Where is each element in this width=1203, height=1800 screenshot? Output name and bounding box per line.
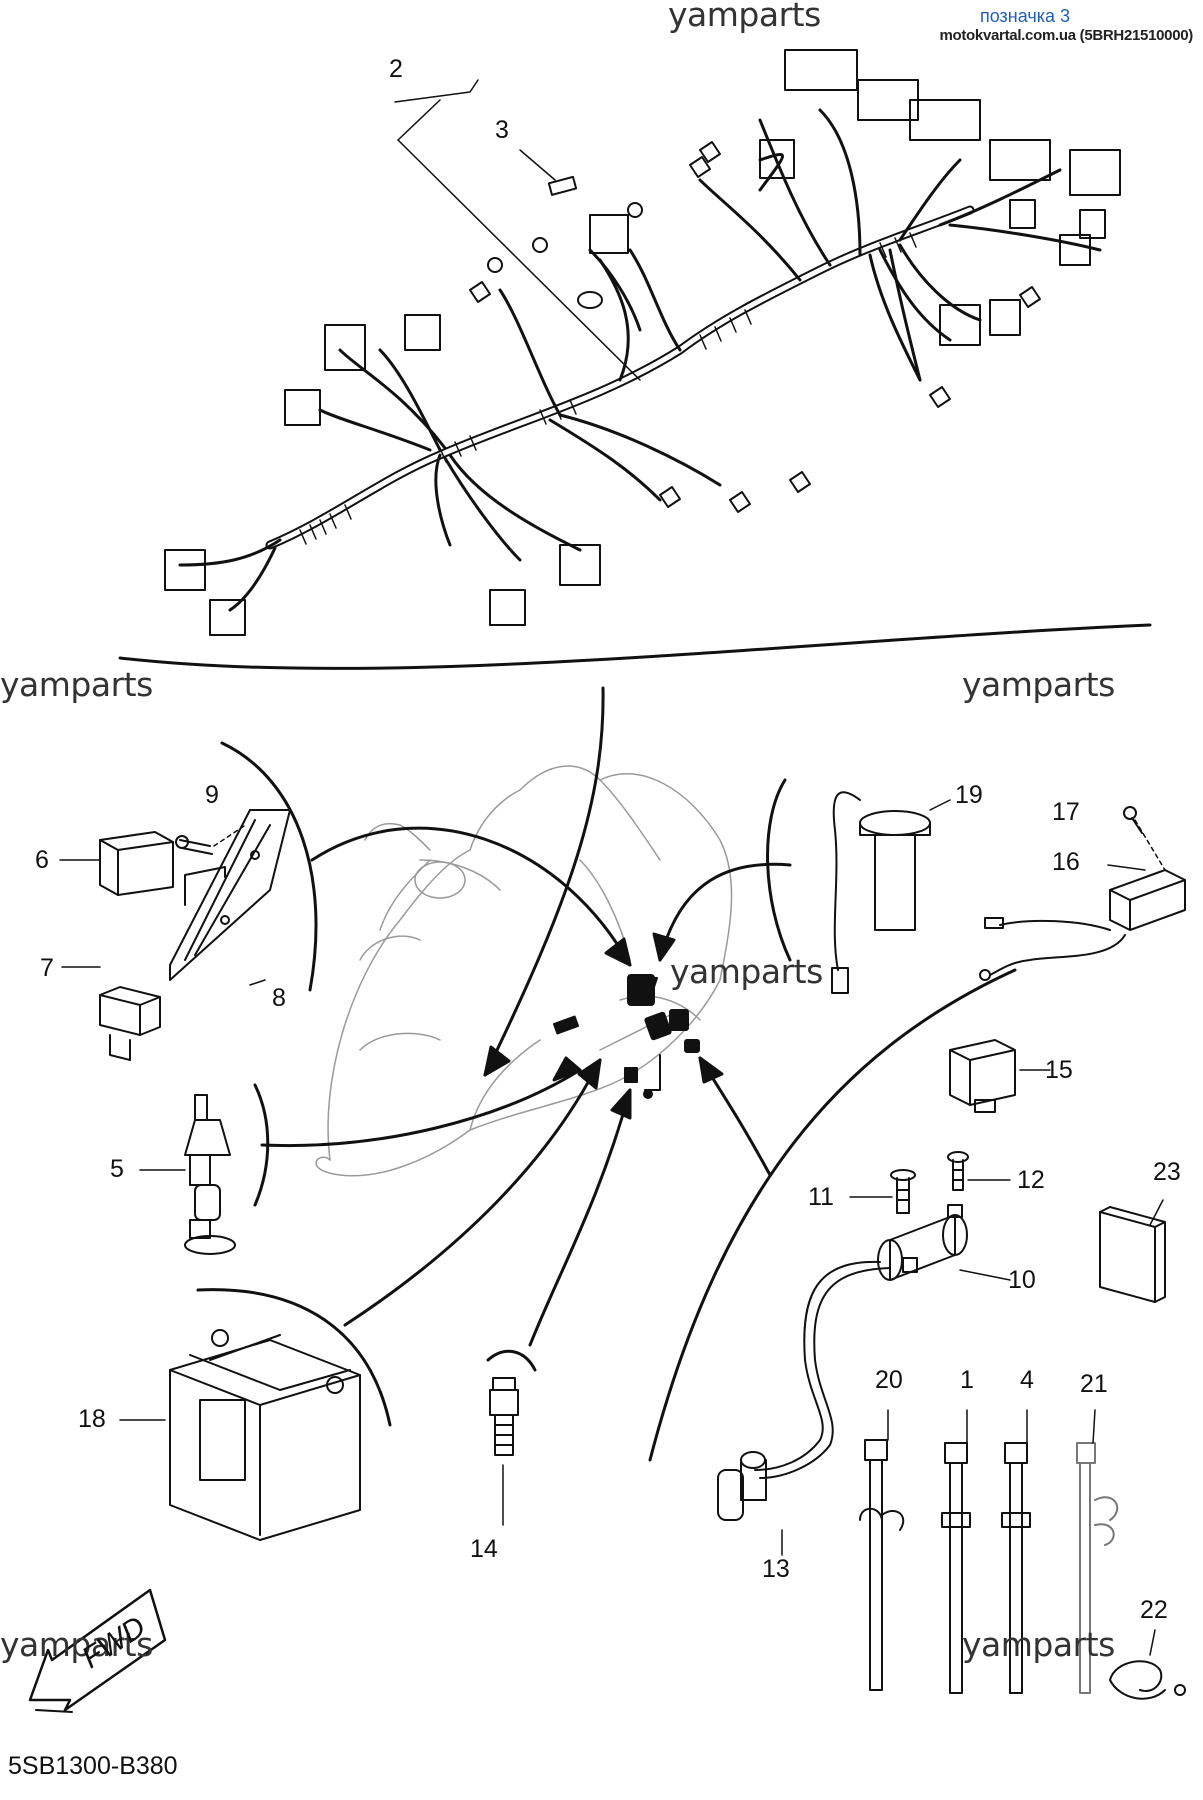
assembly-arrows xyxy=(260,686,792,1347)
callout-16: 16 xyxy=(1052,848,1080,876)
part-12-screw xyxy=(947,1151,1011,1191)
callout-4: 4 xyxy=(1020,1366,1034,1394)
part-9-screw xyxy=(175,825,245,855)
watermark: yamparts xyxy=(670,952,823,991)
wire-harness xyxy=(164,49,1121,636)
part-21-cable-tie xyxy=(1076,1409,1119,1694)
callout-22: 22 xyxy=(1140,1596,1168,1624)
motorcycle-outline xyxy=(315,765,733,1177)
callout-14: 14 xyxy=(470,1535,498,1563)
watermark: yamparts xyxy=(0,665,153,704)
part-8-bracket xyxy=(169,809,291,986)
callout-20: 20 xyxy=(875,1366,903,1394)
callout-6: 6 xyxy=(35,846,49,874)
part-20-cable-tie xyxy=(859,1409,905,1691)
part-22-clamp xyxy=(1109,1629,1186,1700)
part-1-cable-tie xyxy=(941,1409,971,1694)
part-17-screw xyxy=(1123,806,1166,871)
part-23-pad xyxy=(1099,1199,1166,1303)
callout-21: 21 xyxy=(1080,1370,1108,1398)
callout-8: 8 xyxy=(272,984,286,1012)
callout-1: 1 xyxy=(960,1366,974,1394)
part-11-screw xyxy=(849,1169,916,1214)
watermark: yamparts xyxy=(962,1625,1115,1664)
part-19-grip-switch xyxy=(831,791,951,994)
callout-13: 13 xyxy=(762,1555,790,1583)
callout-7: 7 xyxy=(40,954,54,982)
watermark: yamparts xyxy=(962,665,1115,704)
callout-19: 19 xyxy=(955,781,983,809)
callout-23: 23 xyxy=(1153,1158,1181,1186)
callout-3: 3 xyxy=(495,116,509,144)
fwd-arrow xyxy=(28,1588,167,1713)
part-10-ignition-coil xyxy=(754,1204,1011,1479)
part-6-relay xyxy=(59,831,174,896)
central-components xyxy=(552,974,700,1099)
callout-10: 10 xyxy=(1008,1266,1036,1294)
callout-5: 5 xyxy=(110,1155,124,1183)
part-16-unit xyxy=(979,864,1186,981)
section-divider xyxy=(118,623,1152,670)
part-14-sensor xyxy=(489,1377,519,1526)
part-7-relay-holder xyxy=(61,966,161,1061)
callout-11: 11 xyxy=(808,1183,834,1211)
watermark: yamparts xyxy=(668,0,821,34)
site-label: motokvartal.com.ua (5BRH21510000) xyxy=(939,27,1193,44)
callout-15: 15 xyxy=(1045,1056,1073,1084)
callout-18: 18 xyxy=(78,1405,106,1433)
group-brackets xyxy=(196,741,1017,1462)
part-4-cable-tie xyxy=(1001,1409,1031,1694)
diagram-code: 5SB1300-B380 xyxy=(8,1752,178,1780)
part-5-fuse-holder xyxy=(139,1094,236,1255)
part-13-plug-cap xyxy=(717,1451,783,1556)
callout-12: 12 xyxy=(1017,1166,1045,1194)
part-15-relay xyxy=(949,1039,1051,1113)
callout-9: 9 xyxy=(205,781,219,809)
callout-2: 2 xyxy=(389,55,403,83)
callout-17: 17 xyxy=(1052,798,1080,826)
watermark: yamparts xyxy=(0,1625,153,1664)
reference-link[interactable]: позначка 3 xyxy=(980,6,1071,26)
part-18-battery xyxy=(119,1329,361,1541)
